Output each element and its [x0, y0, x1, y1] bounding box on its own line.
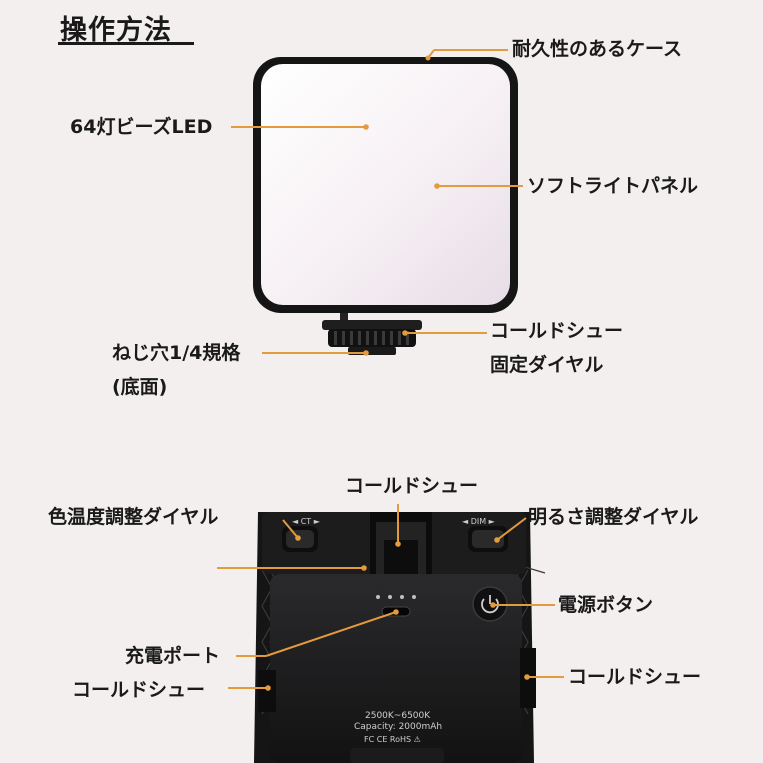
title-underline	[58, 42, 194, 45]
label-cold-shoe-dial-line1: コールドシュー	[490, 320, 624, 342]
label-cold-shoe-dial-line2: 固定ダイヤル	[490, 354, 604, 376]
label-cold-shoe-right: コールドシュー	[568, 666, 702, 688]
label-brightness-dial: 明るさ調整ダイヤル	[528, 506, 699, 528]
certification-marks: FC CE RoHS ⚠	[364, 735, 421, 744]
label-soft-light-panel: ソフトライトパネル	[527, 175, 699, 197]
label-screw-hole-line2: (底面)	[112, 376, 168, 398]
label-power-button: 電源ボタン	[558, 594, 654, 616]
label-color-temp-dial: 色温度調整ダイヤル	[48, 506, 219, 528]
leader-lines	[217, 49, 564, 691]
page-title: 操作方法	[60, 15, 172, 46]
ct-mark: ◄ CT ►	[292, 517, 320, 526]
label-cold-shoe-top: コールドシュー	[345, 475, 479, 497]
light-back-view	[254, 512, 546, 763]
label-charge-port: 充電ポート	[125, 645, 221, 667]
label-screw-hole-line1: ねじ穴1/4規格	[112, 342, 241, 364]
light-top-view	[253, 57, 518, 355]
label-led-beads: 64灯ビーズLED	[70, 116, 213, 138]
spec-capacity: Capacity: 2000mAh	[354, 722, 443, 732]
dim-mark: ◄ DIM ►	[462, 517, 495, 526]
label-durable-case: 耐久性のあるケース	[512, 38, 683, 60]
spec-temperature: 2500K~6500K	[365, 711, 431, 721]
label-cold-shoe-left: コールドシュー	[72, 679, 206, 701]
